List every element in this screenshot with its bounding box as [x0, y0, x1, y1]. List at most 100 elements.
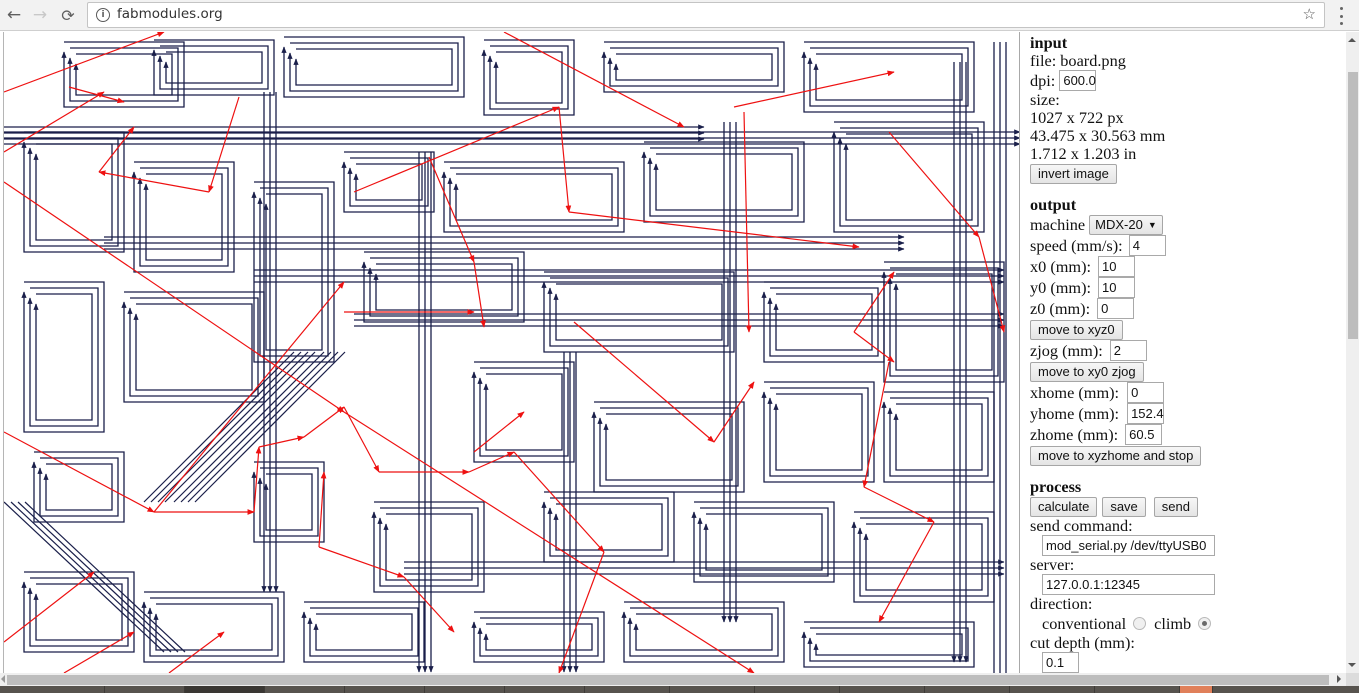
taskbar-item[interactable]: [345, 686, 425, 693]
toolpath-outline: [471, 611, 605, 663]
z0-row: z0 (mm): 0: [1030, 298, 1320, 319]
dpi-input[interactable]: 600.0: [1059, 70, 1097, 91]
reload-icon[interactable]: ⟳: [61, 5, 75, 25]
size-label: size:: [1030, 90, 1060, 109]
process-heading: process: [1030, 477, 1082, 496]
rapid-move-line: [343, 411, 755, 673]
url-text[interactable]: fabmodules.org: [117, 6, 223, 22]
calculate-button[interactable]: calculate: [1030, 496, 1098, 517]
move-to-xyz0-button[interactable]: move to xyz0: [1030, 319, 1123, 340]
x0-input[interactable]: 10: [1098, 256, 1136, 277]
toolpath-outline: [813, 53, 963, 101]
server-input[interactable]: 127.0.0.1:12345: [1042, 574, 1215, 595]
toolpath-outline: [281, 36, 465, 98]
xhome-input[interactable]: 0: [1127, 382, 1165, 403]
toolpath-outline: [807, 47, 969, 107]
yhome-input[interactable]: 152.4: [1127, 403, 1165, 424]
move-to-xy0-zjog-button[interactable]: move to xy0 zjog: [1030, 361, 1144, 382]
direction-climb-radio[interactable]: [1198, 617, 1212, 630]
taskbar-item[interactable]: [585, 686, 670, 693]
machine-row: machine MDX-20 ▼: [1030, 214, 1320, 235]
toolpath-diagonal: [194, 351, 346, 503]
taskbar-item[interactable]: [505, 686, 585, 693]
send-command-input[interactable]: mod_serial.py /dev/ttyUSB0: [1042, 535, 1215, 556]
back-arrow-icon[interactable]: ←: [6, 5, 22, 25]
zhome-input[interactable]: 60.5: [1125, 424, 1163, 445]
horizontal-scroll-thumb[interactable]: [7, 675, 1329, 685]
taskbar-item[interactable]: [1095, 686, 1180, 693]
toolpath-outline: [153, 603, 273, 651]
dropdown-caret-icon: ▼: [1147, 219, 1157, 230]
scroll-left-arrow-icon[interactable]: [1, 675, 5, 683]
rapid-move-line: [98, 170, 210, 193]
scroll-right-arrow-icon[interactable]: [1337, 675, 1341, 683]
save-button[interactable]: save: [1102, 496, 1146, 517]
size-mm: 43.475 x 30.563 mm: [1030, 126, 1166, 145]
horizontal-scrollbar[interactable]: [0, 673, 1346, 686]
toolpath-outline: [597, 407, 739, 487]
toolpath-outline: [541, 271, 735, 353]
scroll-down-arrow-icon[interactable]: [1348, 663, 1356, 667]
page-viewport: input file: board.png dpi: 600.0 size: 1…: [0, 32, 1359, 673]
toolpath-diagonal: [164, 351, 316, 503]
info-icon[interactable]: i: [96, 8, 110, 22]
invert-image-button[interactable]: invert image: [1030, 163, 1117, 184]
forward-arrow-icon[interactable]: →: [32, 5, 48, 25]
taskbar-item[interactable]: [1010, 686, 1095, 693]
rapid-move-line: [713, 381, 755, 443]
move-to-xyzhome-button[interactable]: move to xyzhome and stop: [1030, 445, 1202, 466]
toolpath-outline: [553, 283, 723, 341]
z0-input[interactable]: 0: [1097, 298, 1135, 319]
taskbar-item[interactable]: [425, 686, 505, 693]
zjog-input[interactable]: 2: [1109, 340, 1147, 361]
send-command-label: send command:: [1030, 516, 1133, 535]
bookmark-star-icon[interactable]: ☆: [1302, 5, 1316, 23]
toolpath-outline: [633, 613, 773, 651]
rapid-move-line: [4, 181, 345, 413]
taskbar-item[interactable]: [0, 686, 105, 693]
toolpath-outline: [251, 461, 325, 543]
vertical-scrollbar[interactable]: [1346, 32, 1359, 673]
scroll-up-arrow-icon[interactable]: [1348, 38, 1356, 42]
rapid-move-line: [468, 451, 515, 473]
direction-conventional-radio[interactable]: [1133, 617, 1147, 630]
vertical-scroll-thumb[interactable]: [1348, 72, 1358, 339]
dpi-row: dpi: 600.0: [1030, 70, 1320, 91]
rapid-move-line: [558, 106, 572, 213]
toolpath-outline: [801, 621, 975, 668]
toolpath-outline: [607, 47, 779, 87]
toolpath-diagonal: [173, 351, 325, 503]
taskbar-item-highlighted[interactable]: [1180, 686, 1213, 693]
machine-select[interactable]: MDX-20 ▼: [1089, 214, 1163, 235]
settings-panel: input file: board.png dpi: 600.0 size: 1…: [1030, 34, 1320, 673]
toolpath-canvas[interactable]: [3, 32, 1020, 673]
browser-menu-icon[interactable]: [1340, 7, 1344, 25]
toolpath-outline: [653, 153, 793, 211]
taskbar-item-active[interactable]: [185, 686, 265, 693]
speed-input[interactable]: 4: [1128, 235, 1166, 256]
taskbar-item[interactable]: [925, 686, 1010, 693]
rapid-move-line: [318, 546, 405, 578]
rapid-move-line: [503, 32, 685, 128]
taskbar-item[interactable]: [105, 686, 185, 693]
rapid-move-line: [318, 471, 327, 548]
toolpath-outline: [143, 173, 223, 261]
taskbar-item[interactable]: [265, 686, 345, 693]
taskbar-item[interactable]: [755, 686, 840, 693]
address-bar[interactable]: i fabmodules.org ☆: [87, 2, 1325, 28]
yhome-label: yhome (mm):: [1030, 403, 1120, 423]
toolpath-outline: [33, 293, 93, 421]
cut-depth-input[interactable]: 0.1: [1042, 652, 1079, 673]
toolpath-outline: [341, 151, 435, 213]
toolpath-outline: [251, 181, 335, 363]
taskbar-item[interactable]: [670, 686, 755, 693]
toolpath-outline: [843, 133, 973, 221]
toolpath-outline: [691, 501, 835, 583]
y0-input[interactable]: 10: [1098, 277, 1136, 298]
rapid-move-line: [473, 261, 486, 328]
send-button[interactable]: send: [1153, 496, 1198, 517]
rapid-move-line: [878, 521, 935, 623]
y0-label: y0 (mm):: [1030, 277, 1092, 297]
zhome-label: zhome (mm):: [1030, 424, 1119, 444]
taskbar-item[interactable]: [840, 686, 925, 693]
